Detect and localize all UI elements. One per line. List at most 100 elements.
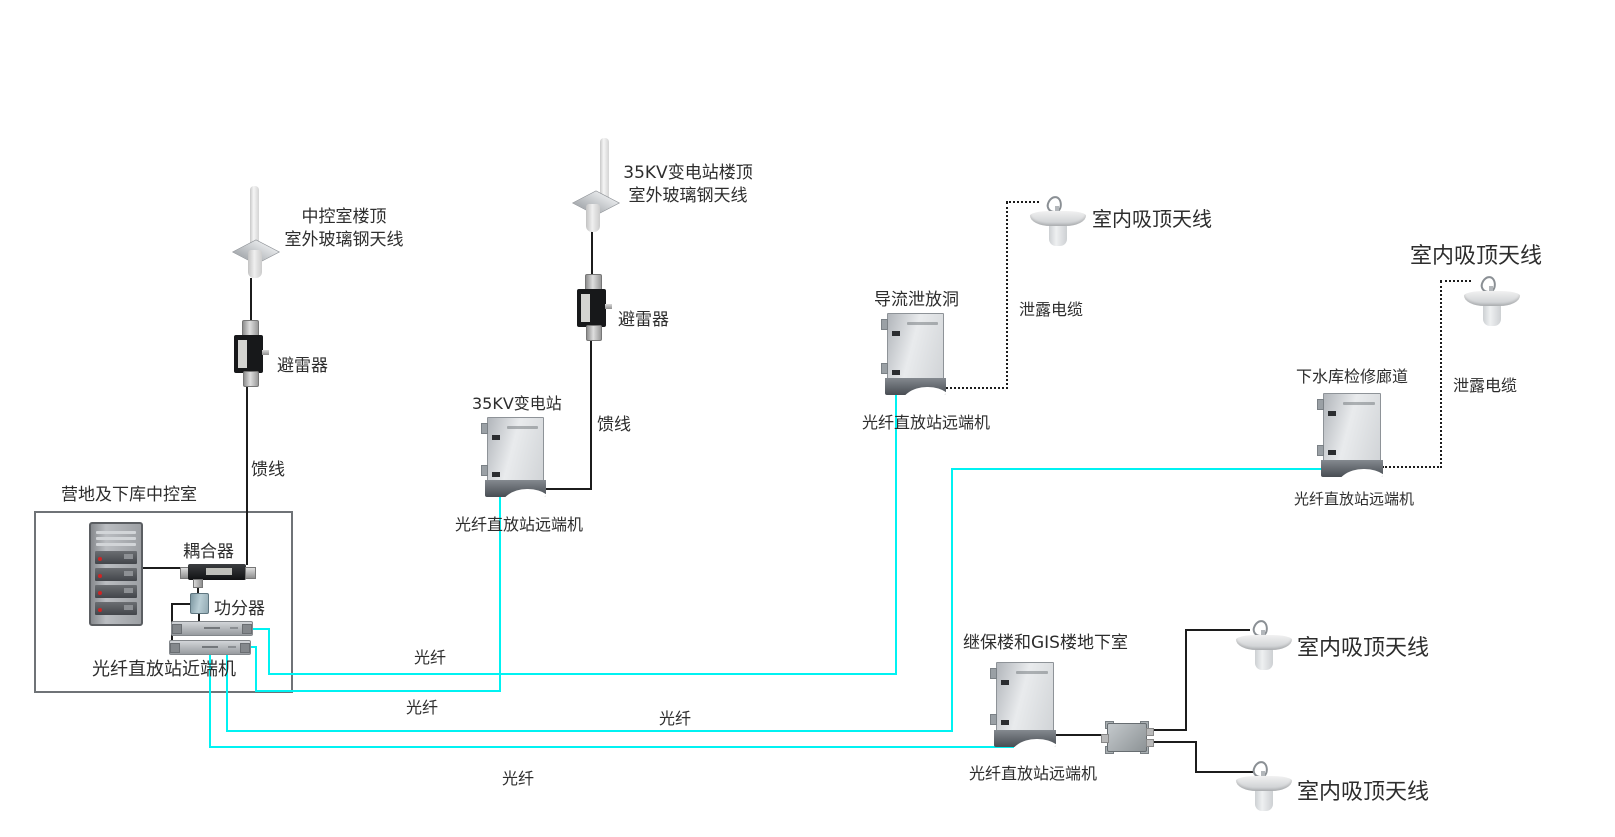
feeder2-line [544,488,592,490]
repeater-base [994,730,1056,747]
fiber-run-corridor [226,652,228,732]
remote-unit-tunnel [881,313,946,395]
leaky-cable2 [1440,280,1471,282]
near-end-unit-2 [169,640,251,655]
jbox-port [1146,728,1154,736]
repeater-port [892,370,900,375]
antenna2-wire [591,231,593,276]
leaky-cable1 [1006,202,1008,389]
unit-ear [172,624,182,634]
repeater-text-line [1016,671,1049,674]
repeater-base [885,378,946,395]
ceiling-antenna4-label: 室内吸顶天线 [1297,780,1430,805]
repeater-port [1328,450,1336,455]
jbox-upper-line [1147,729,1187,731]
unit-detail [228,646,236,648]
antenna-neck [1261,630,1265,637]
ceiling-antenna-corridor [1464,274,1520,330]
substation-remote-label: 光纤直放站远端机 [455,515,584,534]
fiber-label-4: 光纤 [502,769,535,788]
antenna1-label-line1: 中控室楼顶 [301,207,387,227]
antenna2-label-line2: 室外玻璃钢天线 [628,186,748,206]
lightning-arrester-2 [576,274,612,341]
ceiling-antenna-gis-1 [1236,618,1292,674]
fiber-run-tunnel [268,673,897,675]
unit-detail [202,646,218,648]
repeater-base [1321,460,1383,477]
jbox-lower-line [1147,741,1197,743]
antenna-bell [1030,211,1086,226]
fiberglass-antenna-control-room [228,186,288,286]
fiber-label-2: 光纤 [406,698,439,717]
mount-tab [990,668,997,679]
coupler-device [180,563,256,588]
antenna1-wire [250,278,252,322]
antenna1-label: 中控室楼顶 室外玻璃钢天线 [280,206,408,252]
tunnel-remote-label: 光纤直放站远端机 [862,413,991,432]
antenna2-label-line1: 35KV变电站楼顶 [623,163,753,183]
unit-detail [204,627,220,629]
fiber-run-corridor [951,468,953,732]
arrester-sticker [581,294,590,322]
repeater-port [1001,720,1009,725]
gis-to-jbox-line [1054,734,1107,736]
antenna-stem [1255,647,1273,670]
jbox-body [1107,723,1147,752]
fiber-run-gis [209,746,1014,748]
corridor-site-label: 下水库检修廊道 [1296,367,1409,386]
feeder2-line [590,337,592,489]
control-room-label: 营地及下库中控室 [61,485,197,505]
fiber-label-1: 光纤 [414,648,447,667]
splitter-to-unitB-line [171,603,191,605]
arrester-connector [586,325,602,341]
mount-tab [481,465,488,476]
fiber-label-3: 光纤 [659,709,692,728]
remote-unit-corridor [1317,393,1383,477]
antenna-neck [1055,206,1059,213]
arrester-stub [262,350,269,355]
fiber-run-gis [209,652,211,748]
fiber-run-corridor [226,730,953,732]
remote-unit-substation [481,417,546,497]
jbox-lower-line [1195,741,1197,773]
tunnel-site-label: 导流泄放洞 [874,290,959,310]
repeater-port [1328,411,1336,416]
unit-detail [230,627,238,629]
repeater-text-line [906,322,939,325]
antenna1-label-line2: 室外玻璃钢天线 [284,230,404,250]
fiber-run-tunnel [249,628,270,630]
arrester-connector [243,371,259,387]
antenna-stem [1483,303,1501,326]
ceiling-antenna-tunnel [1030,194,1086,250]
arrester1-label: 避雷器 [277,356,328,376]
power-splitter-device [190,593,209,614]
antenna-rod [250,186,259,248]
splitter-junction-box [1101,721,1154,754]
fiber-run-substation [499,496,501,692]
jbox-upper-line [1185,629,1187,731]
lightning-arrester-1 [233,320,269,387]
antenna-bell [1236,635,1292,650]
antenna-neck [1489,286,1493,293]
feeder1-label: 馈线 [251,460,285,480]
antenna-bell [1236,776,1292,791]
mount-tab [1317,445,1324,456]
antenna-neck [1261,771,1265,778]
arrester-sticker [238,340,247,368]
repeater-port [1001,680,1009,685]
rack-module [95,551,137,564]
substation-site-label: 35KV变电站 [472,394,562,413]
coupler-connector [245,567,256,579]
fiber-run-substation [247,646,257,648]
leaky-cable1-label: 泄露电缆 [1019,300,1084,319]
leaky-cable2 [1382,466,1442,468]
splitter-label: 功分器 [214,599,265,619]
leaky-cable1 [1006,201,1039,203]
leaky-cable1 [938,387,1008,389]
mount-tab [1317,399,1324,410]
antenna-collar [586,204,600,232]
unit-ear [240,643,250,653]
fiber-run-substation [255,690,501,692]
rack-vent [96,531,136,534]
